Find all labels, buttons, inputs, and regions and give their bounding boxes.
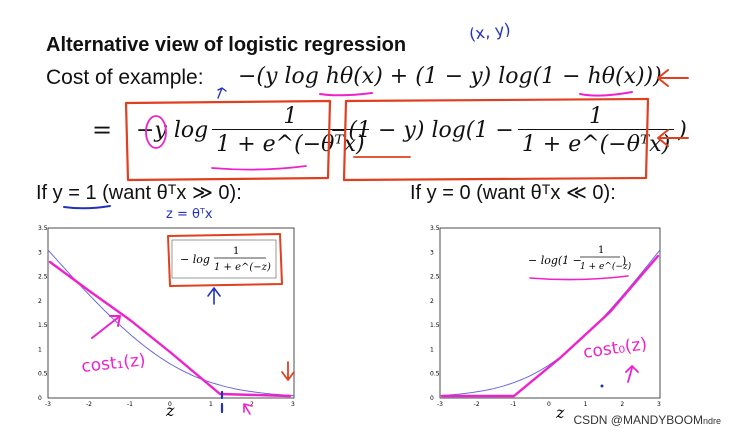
left-cost-curve: [47, 249, 295, 397]
denominator-underline-ink: [211, 165, 307, 171]
x-tick-label: 1: [584, 401, 588, 408]
term-two: −(1 − y) log(1 − 1 1 + e^(−θᵀx) ): [330, 104, 687, 157]
y-tick-label: 0.5: [430, 371, 440, 378]
right-legend-prefix: − log(1 −: [528, 254, 582, 267]
x-tick-label: -1: [127, 401, 133, 408]
colon-arrow-ink: [217, 87, 227, 99]
left-cost-chart: -3 -2 -1 0 1 2 3 0 0.5 1 1.5 2 2.5 3 3.5 z − log 1 1 +…: [38, 225, 295, 420]
h-theta-underline-1: [319, 92, 373, 97]
cost-label: Cost of example:: [46, 66, 204, 89]
y-tick-label: 2.5: [430, 274, 440, 281]
y-tick-label: 2: [430, 298, 434, 305]
xy-annotation: (x, y): [468, 19, 512, 44]
x-tick-label: -1: [510, 401, 516, 408]
left-legend-red-box: [167, 233, 283, 287]
y-tick-label: 3.5: [430, 225, 440, 232]
right-plot-frame: [439, 227, 661, 399]
equals-sign: =: [92, 116, 113, 144]
x-tick-label: 2: [620, 401, 624, 408]
right-x-axis-label: z: [555, 403, 565, 422]
left-condition: If y = 1 (want θᵀx ≫ 0):: [36, 182, 242, 204]
right-cost-curve: [439, 249, 661, 397]
left-plot-frame: [47, 227, 295, 399]
y-tick-label: 1: [430, 346, 434, 353]
y-tick-label: 1.5: [430, 322, 440, 329]
right-cost-chart: -3 -2 -1 0 1 2 3 0 0.5 1 1.5 2 2.5 3 3.5 z − log(1 − 1…: [430, 225, 661, 422]
right-legend-underline: [529, 275, 629, 281]
left-red-arrow-ink: [281, 361, 295, 381]
left-legend-num: 1: [233, 246, 239, 257]
watermark: CSDN @MANDYBOOMndre: [570, 412, 724, 428]
term-one-numerator: 1: [283, 104, 298, 129]
z-definition-annotation: z = θᵀx: [166, 207, 213, 222]
x-tick-label: -2: [474, 401, 480, 408]
x-tick-label: 0: [547, 401, 551, 408]
cost0-arrow-ink: [625, 365, 639, 383]
left-legend-prefix: − log: [180, 253, 210, 266]
left-legend-den: 1 + e^(−z): [214, 262, 271, 273]
y-tick-label: 0: [430, 395, 434, 402]
y-tick-label: 1.5: [38, 322, 48, 329]
cost1-hinge-ink: [48, 260, 292, 398]
x-tick-label: 3: [291, 401, 295, 408]
x-tick-label: 0: [168, 401, 172, 408]
right-legend-den: 1 + e^(−z): [580, 261, 632, 272]
x-tick-label: -3: [45, 401, 51, 408]
term-two-suffix: ): [678, 118, 687, 143]
h-theta-underline-2: [579, 91, 633, 97]
y-tick-label: 0.5: [38, 371, 48, 378]
left-magenta-arrow-ink: [243, 403, 253, 415]
right-condition: If y = 0 (want θᵀx ≪ 0):: [410, 182, 616, 204]
y-tick-label: 3.5: [38, 225, 48, 232]
y-tick-label: 0: [38, 395, 42, 402]
y-tick-label: 2: [38, 298, 42, 305]
term-one-prefix: −y log: [136, 118, 209, 143]
right-legend-suffix: ): [622, 254, 626, 267]
left-tick-labels: -3 -2 -1 0 1 2 3 0 0.5 1 1.5 2 2.5 3 3.5: [38, 225, 295, 408]
legend-arrow-ink: [207, 287, 221, 305]
x-tick-label: 1: [209, 401, 213, 408]
term-two-prefix: −(1 − y) log(1 −: [330, 118, 514, 143]
y-tick-label: 2.5: [38, 274, 48, 281]
y-equals-one-underline: [63, 205, 111, 210]
cost0-annotation: cost₀(z): [582, 334, 648, 363]
watermark-text: CSDN @MANDYBOOM: [573, 413, 703, 427]
slide-title: Alternative view of logistic regression: [46, 34, 407, 56]
x-tick-label: 2: [250, 401, 254, 408]
left-legend-box: [171, 239, 277, 279]
right-legend-num: 1: [598, 245, 604, 256]
left-x-axis-label: z: [165, 401, 175, 420]
cost-expression: −(y log hθ(x) + (1 − y) log(1 − hθ(x))): [238, 64, 662, 89]
x-tick-label: 3: [657, 401, 661, 408]
cost1-arrow-ink: [91, 315, 121, 339]
y-tick-label: 3: [38, 249, 42, 256]
x-tick-label: -3: [437, 401, 443, 408]
ink-dot: [600, 384, 604, 388]
red-arrow-top: [657, 69, 689, 87]
x-tick-label: -2: [86, 401, 92, 408]
cost0-hinge-ink: [440, 254, 660, 398]
right-tick-labels: -3 -2 -1 0 1 2 3 0 0.5 1 1.5 2 2.5 3 3.5: [430, 225, 661, 408]
y-tick-label: 3: [430, 249, 434, 256]
y-tick-label: 1: [38, 346, 42, 353]
cost1-annotation: cost₁(z): [80, 350, 146, 377]
term-two-denominator: 1 + e^(−θᵀx): [517, 129, 675, 157]
term-two-numerator: 1: [589, 104, 603, 129]
watermark-tail: ndre: [702, 416, 721, 426]
